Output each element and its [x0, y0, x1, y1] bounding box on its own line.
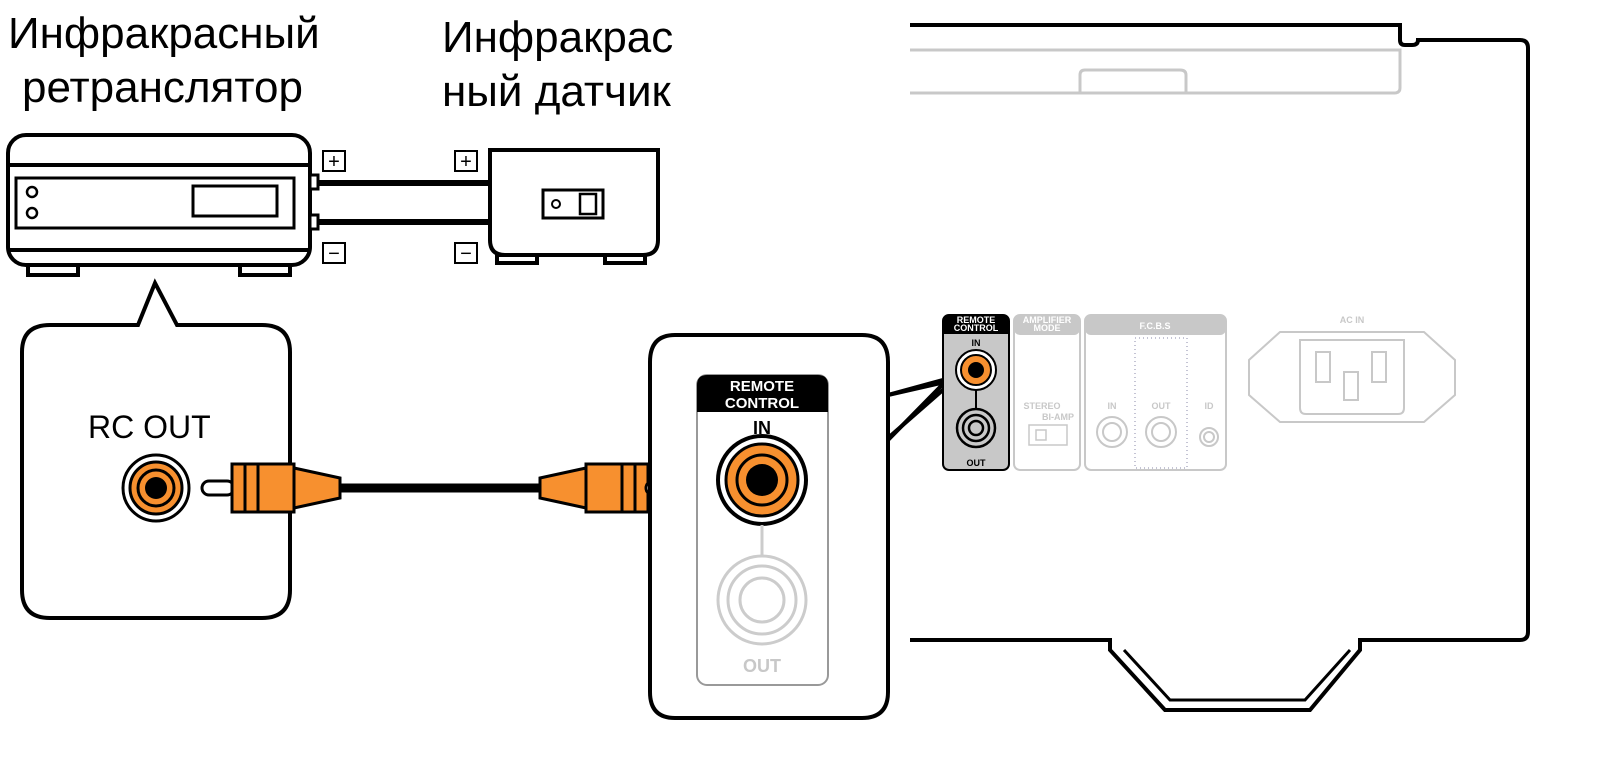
remote-header-1: REMOTE: [730, 378, 794, 395]
repeater-plus: +: [328, 151, 340, 173]
sensor-label-line2: ный датчик: [442, 67, 672, 116]
sensor-minus-icon: −: [454, 242, 478, 265]
rear-panel-remote-line2: CONTROL: [954, 323, 999, 333]
remote-header-2: CONTROL: [725, 395, 799, 412]
remote-control-panel: REMOTE CONTROL IN OUT: [696, 374, 829, 686]
rear-amplifier-mode: AMPLIFIER MODE STEREO BI-AMP: [1013, 314, 1081, 471]
rear-panel-remote-out: OUT: [967, 458, 987, 468]
rear-panel-fcbs-id: ID: [1205, 401, 1215, 411]
sensor-plus-icon: +: [454, 150, 478, 173]
rear-panel-amp-line2: MODE: [1034, 323, 1061, 333]
rear-panel-remote-in: IN: [972, 338, 981, 348]
repeater-minus: −: [328, 243, 340, 265]
ir-sensor-device: [488, 148, 660, 265]
rca-cable: [200, 462, 680, 514]
repeater-plus-icon: +: [322, 150, 346, 173]
remote-in-label: IN: [753, 418, 771, 438]
receiver-rear-panel: [910, 23, 1530, 712]
rear-remote-control: REMOTE CONTROL IN OUT: [942, 314, 1010, 471]
rear-ac-in: AC IN: [1248, 315, 1456, 423]
remote-out-label: OUT: [743, 656, 781, 676]
repeater-minus-icon: −: [322, 242, 346, 265]
rear-panel-fcbs: F.C.B.S: [1139, 321, 1170, 331]
sensor-wires: [318, 180, 490, 225]
rear-panel-biamp: BI-AMP: [1042, 412, 1074, 422]
repeater-label-line2: ретранслятор: [22, 63, 303, 112]
rear-panel-ac-in: AC IN: [1340, 315, 1365, 325]
rear-panel-remote-line1: REMOTE: [957, 315, 996, 325]
ir-repeater-device: [6, 133, 320, 277]
rear-panel-stereo: STEREO: [1023, 401, 1060, 411]
sensor-minus: −: [460, 243, 472, 265]
repeater-label-line1: Инфракрасный: [8, 9, 320, 58]
rc-out-label: RC OUT: [88, 409, 211, 445]
rc-out-callout: [20, 278, 292, 620]
sensor-plus: +: [460, 151, 472, 173]
rc-out-jack: [121, 453, 191, 523]
rear-panel-fcbs-in: IN: [1108, 401, 1117, 411]
sensor-label-line1: Инфракрас: [442, 13, 673, 62]
rear-fcbs: F.C.B.S IN OUT ID: [1084, 314, 1227, 471]
rear-panel-fcbs-out: OUT: [1152, 401, 1172, 411]
rear-panel-amp-line1: AMPLIFIER: [1023, 315, 1072, 325]
